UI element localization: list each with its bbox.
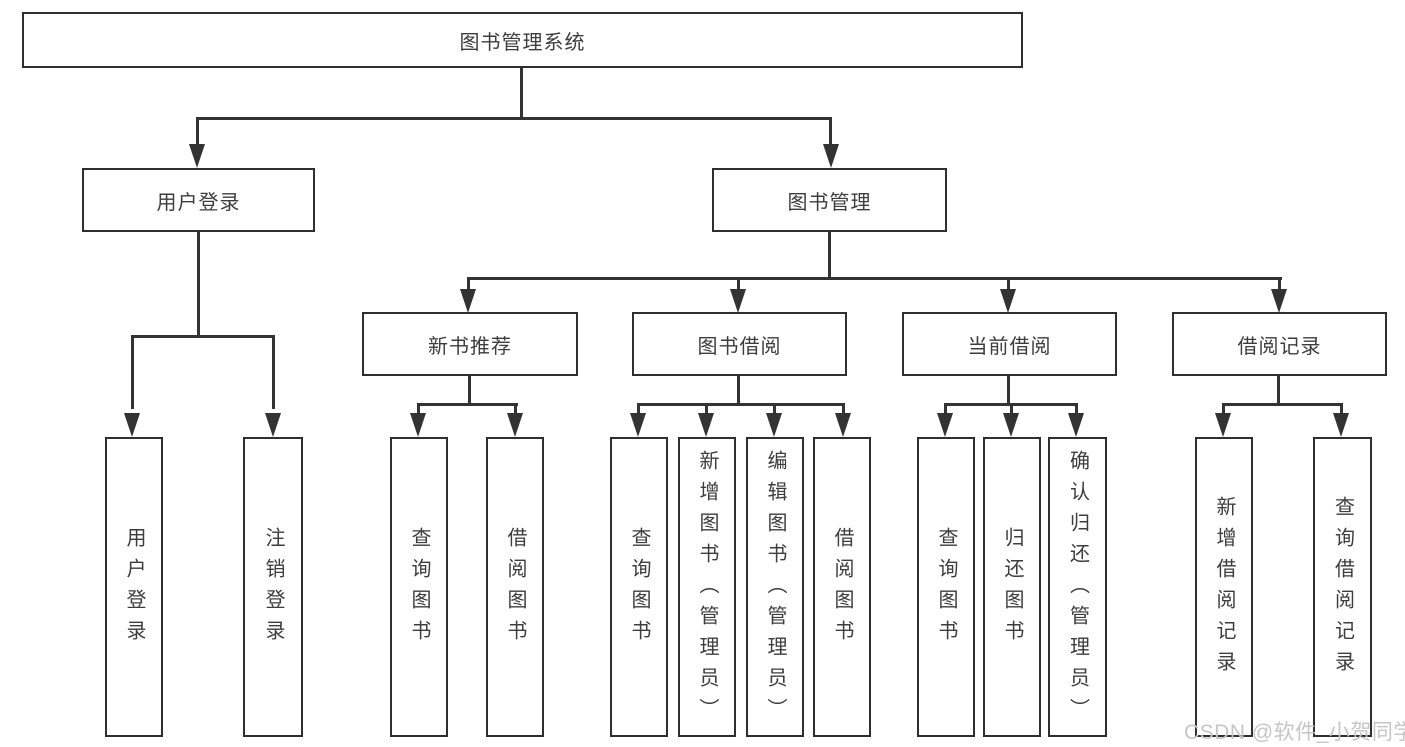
- arrow-down-icon: [730, 289, 746, 313]
- connector-line: [196, 117, 199, 147]
- leaf-edit-books-admin: 编辑图书（管理员）: [746, 437, 804, 737]
- arrow-down-icon: [823, 144, 839, 168]
- leaf-add-borrow-record: 新增借阅记录: [1195, 437, 1253, 737]
- connector-line: [520, 68, 523, 120]
- connector-line: [1007, 277, 1010, 291]
- node-book-borrowing: 图书借阅: [632, 312, 847, 376]
- node-new-book-recommendation: 新书推荐: [362, 312, 578, 376]
- node-book-management: 图书管理: [712, 168, 947, 232]
- arrow-down-icon: [766, 413, 782, 437]
- arrow-down-icon: [937, 413, 953, 437]
- connector-line: [1075, 403, 1078, 415]
- connector-line: [829, 117, 832, 147]
- arrow-down-icon: [124, 413, 140, 437]
- arrow-down-icon: [410, 413, 426, 437]
- arrow-down-icon: [1000, 289, 1016, 313]
- connector-line: [1222, 403, 1343, 406]
- connector-line: [842, 403, 845, 415]
- connector-line: [773, 403, 776, 415]
- leaf-query-books-recommend: 查询图书: [390, 437, 448, 737]
- connector-line: [737, 277, 740, 291]
- leaf-add-books-admin: 新增图书（管理员）: [678, 437, 736, 737]
- arrow-down-icon: [1003, 413, 1019, 437]
- connector-line: [1007, 376, 1010, 406]
- connector-line: [828, 232, 831, 280]
- csdn-watermark: CSDN @软件_小贺同学: [1184, 721, 1405, 744]
- connector-line: [1222, 403, 1225, 415]
- arrow-down-icon: [630, 413, 646, 437]
- leaf-borrow-books-borrowing: 借阅图书: [813, 437, 871, 737]
- node-library-management-system: 图书管理系统: [22, 12, 1023, 68]
- connector-line: [467, 277, 1282, 280]
- leaf-return-books: 归还图书: [983, 437, 1041, 737]
- node-borrowing-records: 借阅记录: [1172, 312, 1387, 376]
- connector-line: [1277, 376, 1280, 406]
- leaf-query-borrow-record: 查询借阅记录: [1313, 437, 1372, 737]
- arrow-down-icon: [460, 289, 476, 313]
- arrow-down-icon: [507, 413, 523, 437]
- connector-line: [637, 403, 640, 415]
- connector-line: [737, 376, 740, 406]
- arrow-down-icon: [698, 413, 714, 437]
- connector-line: [705, 403, 708, 415]
- connector-line: [417, 403, 518, 406]
- arrow-down-icon: [1333, 413, 1349, 437]
- leaf-user-login: 用户登录: [105, 437, 163, 737]
- leaf-query-books-current: 查询图书: [917, 437, 975, 737]
- arrow-down-icon: [1215, 413, 1231, 437]
- arrow-down-icon: [189, 144, 205, 168]
- connector-line: [637, 403, 845, 406]
- connector-line: [1010, 403, 1013, 415]
- connector-line: [1340, 403, 1343, 415]
- connector-line: [514, 403, 517, 415]
- connector-line: [417, 403, 420, 415]
- arrow-down-icon: [1068, 413, 1084, 437]
- leaf-logout: 注销登录: [243, 437, 303, 737]
- connector-line: [944, 403, 947, 415]
- connector-line: [1278, 277, 1281, 291]
- arrow-down-icon: [1271, 289, 1287, 313]
- connector-line: [131, 335, 134, 409]
- leaf-query-books-borrowing: 查询图书: [610, 437, 668, 737]
- connector-line: [196, 117, 832, 120]
- connector-line: [197, 232, 200, 338]
- leaf-borrow-books-recommend: 借阅图书: [486, 437, 544, 737]
- connector-line: [272, 335, 275, 409]
- arrow-down-icon: [265, 413, 281, 437]
- connector-line: [131, 335, 275, 338]
- connector-line: [467, 277, 470, 291]
- arrow-down-icon: [835, 413, 851, 437]
- leaf-confirm-return-admin: 确认归还（管理员）: [1048, 437, 1107, 737]
- node-current-borrowing: 当前借阅: [902, 312, 1117, 376]
- node-user-login: 用户登录: [82, 168, 315, 232]
- connector-line: [468, 376, 471, 406]
